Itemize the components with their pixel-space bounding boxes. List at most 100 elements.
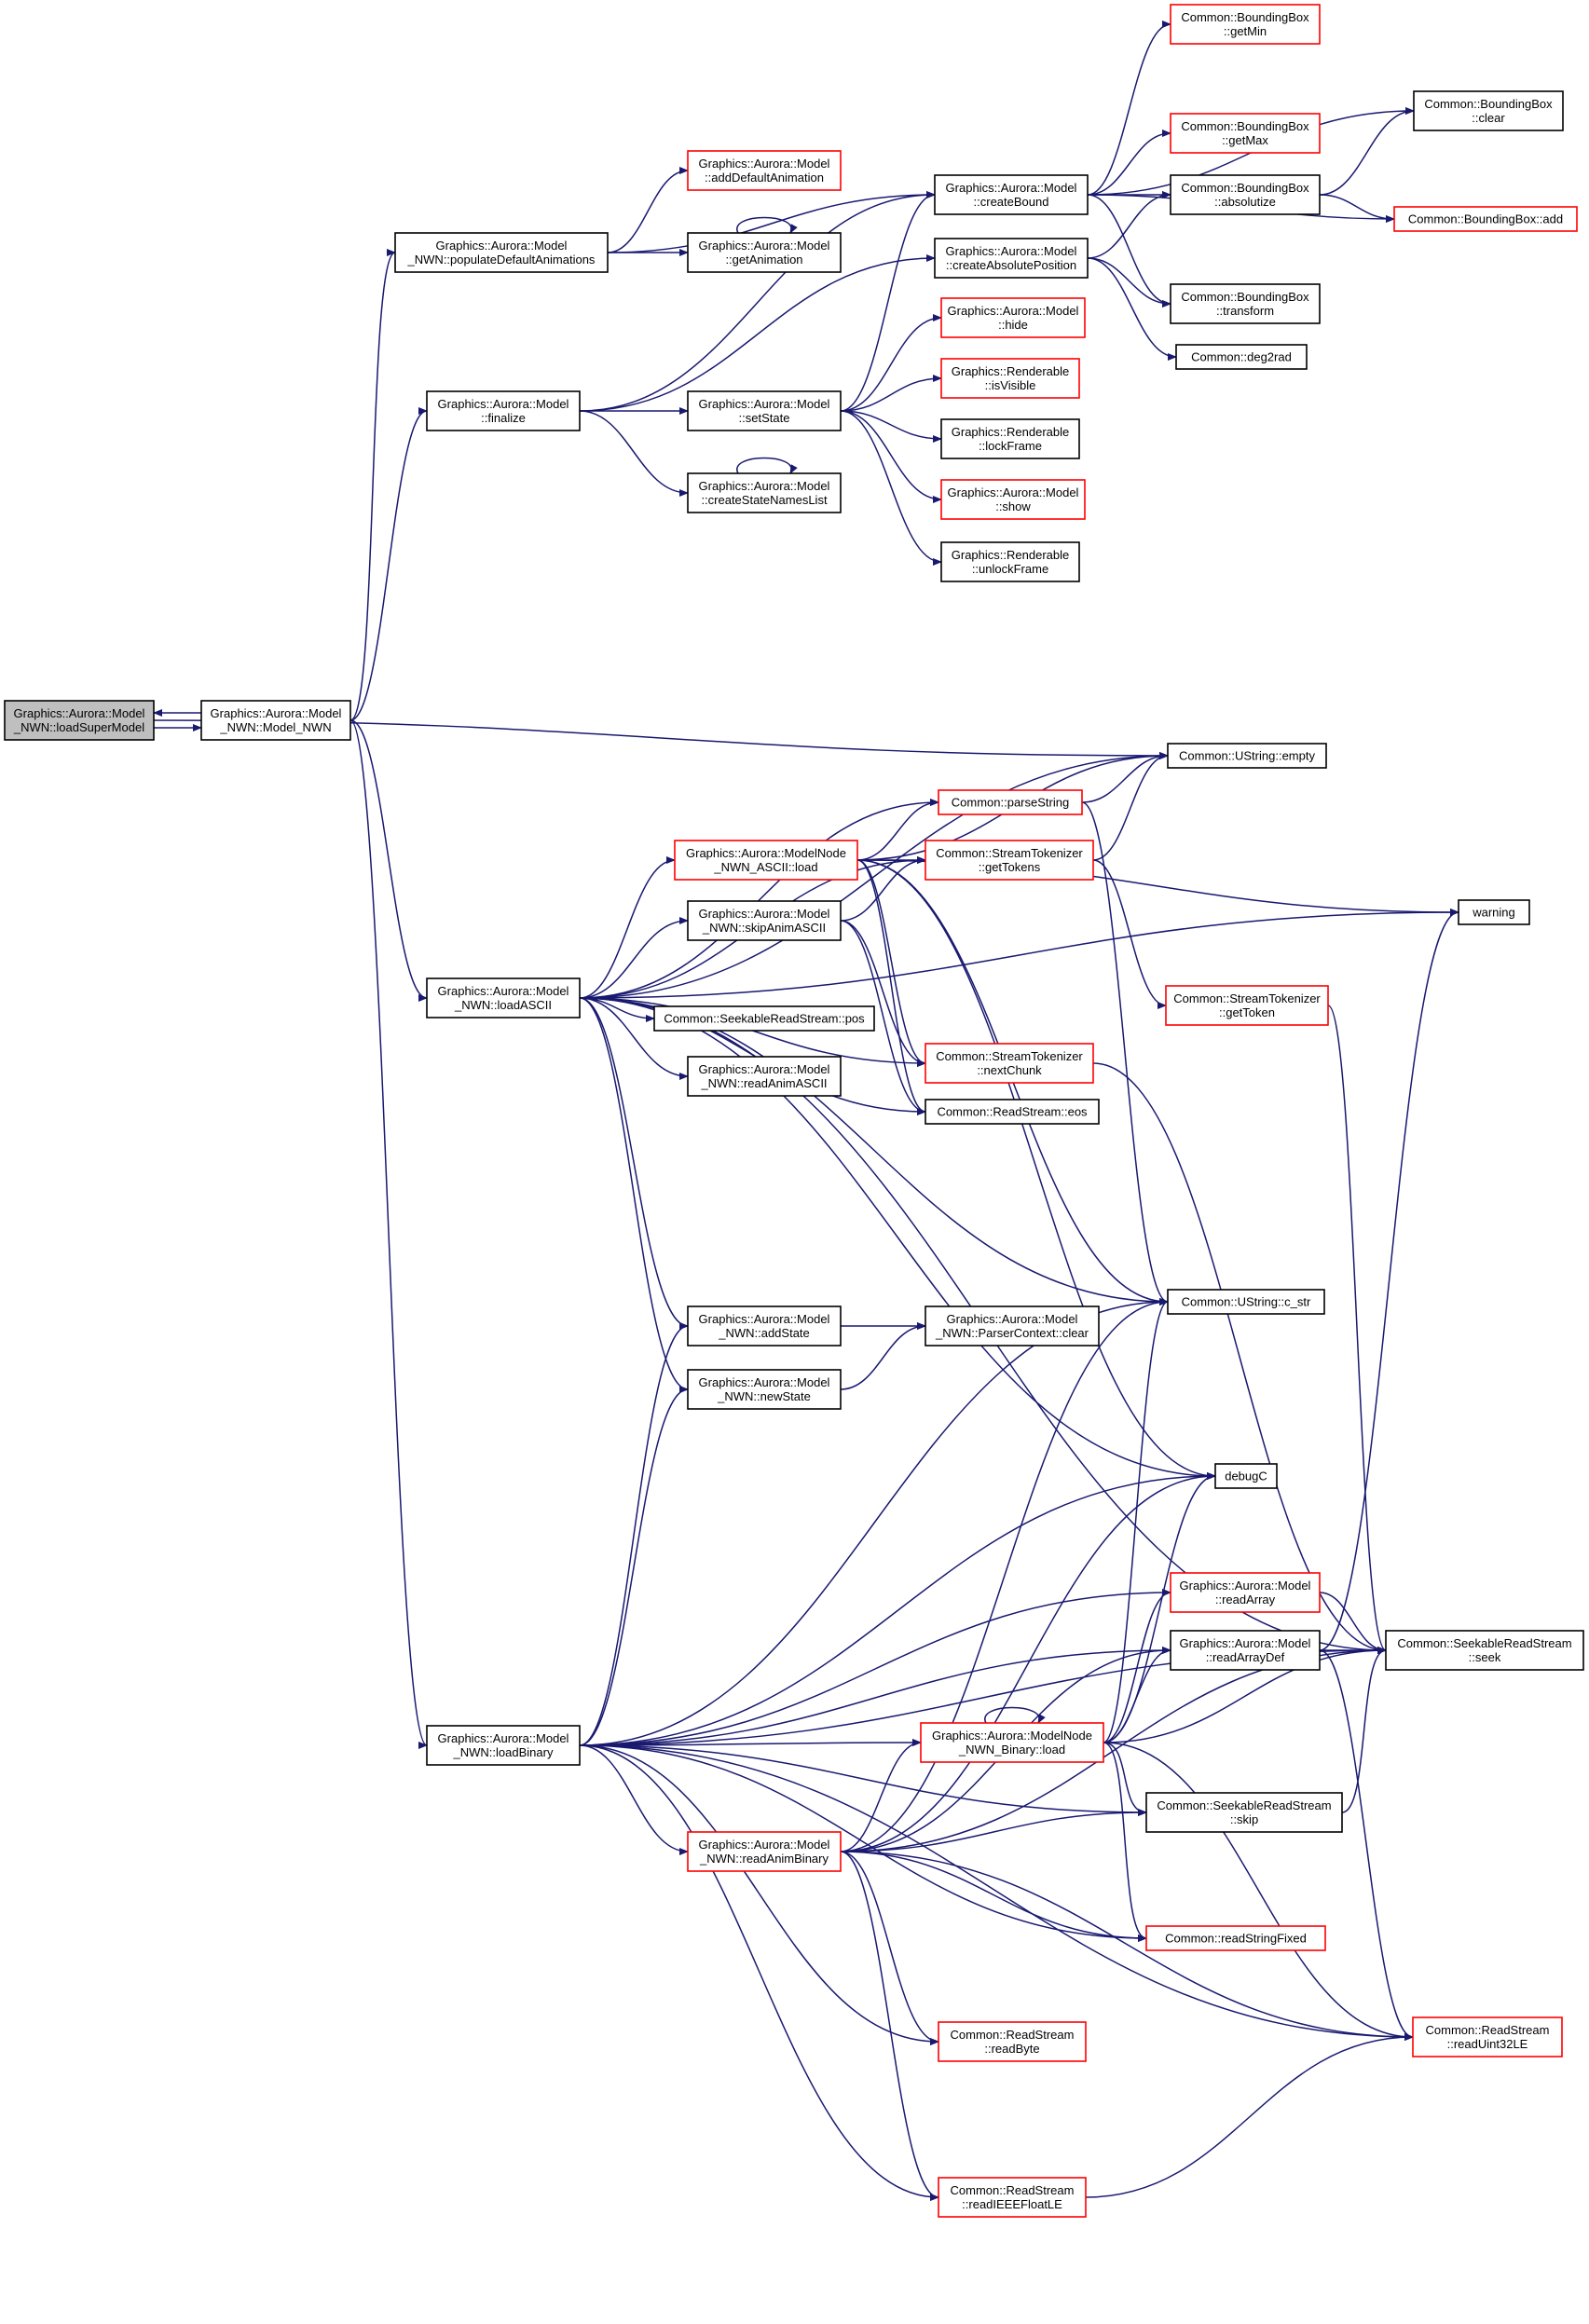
- node-box[interactable]: [920, 1722, 1104, 1763]
- node-box[interactable]: [687, 150, 842, 191]
- graph-node-loadASCII[interactable]: Graphics::Aurora::Model_NWN::loadASCII: [426, 977, 581, 1018]
- node-box[interactable]: [1393, 206, 1578, 232]
- graph-node-populate[interactable]: Graphics::Aurora::Model_NWN::populateDef…: [394, 232, 609, 273]
- graph-node-warning[interactable]: warning: [1458, 899, 1530, 925]
- node-box[interactable]: [653, 1005, 875, 1032]
- node-box[interactable]: [938, 2021, 1087, 2062]
- graph-node-srsSeek[interactable]: Common::SeekableReadStream::seek: [1385, 1630, 1584, 1671]
- node-box[interactable]: [687, 390, 842, 431]
- node-box[interactable]: [925, 840, 1094, 881]
- graph-node-readArrayDef[interactable]: Graphics::Aurora::Model::readArrayDef: [1170, 1630, 1321, 1671]
- graph-node-transform[interactable]: Common::BoundingBox::transform: [1170, 283, 1321, 324]
- graph-node-getToken[interactable]: Common::StreamTokenizer::getToken: [1165, 985, 1329, 1026]
- graph-node-nodeBinLoad[interactable]: Graphics::Aurora::ModelNode_NWN_Binary::…: [920, 1722, 1104, 1763]
- node-box[interactable]: [940, 479, 1086, 520]
- graph-node-bbAdd[interactable]: Common::BoundingBox::add: [1393, 206, 1578, 232]
- graph-node-addDefaultAnim[interactable]: Graphics::Aurora::Model::addDefaultAnima…: [687, 150, 842, 191]
- node-box[interactable]: [1170, 174, 1321, 215]
- node-box[interactable]: [687, 1056, 842, 1097]
- graph-node-getAnimation[interactable]: Graphics::Aurora::Model::getAnimation: [687, 232, 842, 273]
- node-box[interactable]: [1412, 2016, 1563, 2057]
- graph-node-createBound[interactable]: Graphics::Aurora::Model::createBound: [934, 174, 1089, 215]
- node-box[interactable]: [1413, 90, 1564, 131]
- graph-node-modelNWN[interactable]: Graphics::Aurora::Model_NWN::Model_NWN: [200, 700, 351, 741]
- node-box[interactable]: [938, 789, 1083, 815]
- node-box[interactable]: [1214, 1463, 1278, 1489]
- graph-node-hide[interactable]: Graphics::Aurora::Model::hide: [940, 297, 1086, 338]
- graph-node-readAnimBinary[interactable]: Graphics::Aurora::Model_NWN::readAnimBin…: [687, 1831, 842, 1872]
- graph-node-srsSkip[interactable]: Common::SeekableReadStream::skip: [1145, 1792, 1343, 1833]
- graph-node-getTokens[interactable]: Common::StreamTokenizer::getTokens: [925, 840, 1094, 881]
- graph-node-finalize[interactable]: Graphics::Aurora::Model::finalize: [426, 390, 581, 431]
- node-box[interactable]: [940, 297, 1086, 338]
- graph-node-readArray[interactable]: Graphics::Aurora::Model::readArray: [1170, 1572, 1321, 1613]
- node-box[interactable]: [1165, 985, 1329, 1026]
- node-box[interactable]: [1170, 1630, 1321, 1671]
- graph-node-deg2rad[interactable]: Common::deg2rad: [1175, 344, 1308, 370]
- graph-node-pcClear[interactable]: Graphics::Aurora::Model_NWN::ParserConte…: [925, 1306, 1100, 1347]
- node-box[interactable]: [1170, 283, 1321, 324]
- node-box[interactable]: [1167, 1289, 1325, 1315]
- graph-node-getMin[interactable]: Common::BoundingBox::getMin: [1170, 4, 1321, 45]
- graph-node-cstr[interactable]: Common::UString::c_str: [1167, 1289, 1325, 1315]
- graph-node-ustrEmpty[interactable]: Common::UString::empty: [1167, 743, 1327, 769]
- graph-node-loadBinary[interactable]: Graphics::Aurora::Model_NWN::loadBinary: [426, 1725, 581, 1766]
- node-box[interactable]: [426, 1725, 581, 1766]
- node-box[interactable]: [940, 541, 1080, 582]
- graph-node-skipAnimASCII[interactable]: Graphics::Aurora::Model_NWN::skipAnimASC…: [687, 900, 842, 941]
- node-box[interactable]: [934, 174, 1089, 215]
- graph-node-nodeAsciiLoad[interactable]: Graphics::Aurora::ModelNode_NWN_ASCII::l…: [674, 840, 858, 881]
- graph-node-readUint32LE[interactable]: Common::ReadStream::readUint32LE: [1412, 2016, 1563, 2057]
- graph-node-addState[interactable]: Graphics::Aurora::Model_NWN::addState: [687, 1306, 842, 1347]
- graph-node-bbClear[interactable]: Common::BoundingBox::clear: [1413, 90, 1564, 131]
- node-box[interactable]: [426, 977, 581, 1018]
- node-box[interactable]: [687, 232, 842, 273]
- graph-node-srsPos[interactable]: Common::SeekableReadStream::pos: [653, 1005, 875, 1032]
- node-box[interactable]: [938, 2177, 1087, 2218]
- graph-node-readFloat[interactable]: Common::ReadStream::readIEEEFloatLE: [938, 2177, 1087, 2218]
- node-box[interactable]: [925, 1043, 1094, 1084]
- graph-node-unlockFrame[interactable]: Graphics::Renderable::unlockFrame: [940, 541, 1080, 582]
- graph-node-eos[interactable]: Common::ReadStream::eos: [925, 1099, 1100, 1125]
- node-box[interactable]: [1170, 4, 1321, 45]
- graph-node-show[interactable]: Graphics::Aurora::Model::show: [940, 479, 1086, 520]
- graph-node-readStringFixed[interactable]: Common::readStringFixed: [1145, 1925, 1326, 1951]
- node-box[interactable]: [940, 418, 1080, 459]
- node-box[interactable]: [687, 1306, 842, 1347]
- node-box[interactable]: [940, 358, 1080, 399]
- graph-node-absolutize[interactable]: Common::BoundingBox::absolutize: [1170, 174, 1321, 215]
- graph-node-isVisible[interactable]: Graphics::Renderable::isVisible: [940, 358, 1080, 399]
- node-box[interactable]: [1385, 1630, 1584, 1671]
- graph-node-createStateNames[interactable]: Graphics::Aurora::Model::createStateName…: [687, 472, 842, 513]
- graph-node-debugC[interactable]: debugC: [1214, 1463, 1278, 1489]
- node-box[interactable]: [925, 1306, 1100, 1347]
- graph-node-newState[interactable]: Graphics::Aurora::Model_NWN::newState: [687, 1369, 842, 1410]
- node-box[interactable]: [4, 700, 155, 741]
- node-box[interactable]: [687, 900, 842, 941]
- node-box[interactable]: [687, 1831, 842, 1872]
- node-box[interactable]: [200, 700, 351, 741]
- graph-node-parseString[interactable]: Common::parseString: [938, 789, 1083, 815]
- graph-node-readAnimASCII[interactable]: Graphics::Aurora::Model_NWN::readAnimASC…: [687, 1056, 842, 1097]
- node-box[interactable]: [1145, 1792, 1343, 1833]
- node-box[interactable]: [1170, 1572, 1321, 1613]
- graph-node-nextChunk[interactable]: Common::StreamTokenizer::nextChunk: [925, 1043, 1094, 1084]
- graph-node-loadSuperModel[interactable]: Graphics::Aurora::Model_NWN::loadSuperMo…: [4, 700, 155, 741]
- node-box[interactable]: [687, 472, 842, 513]
- node-box[interactable]: [1167, 743, 1327, 769]
- node-box[interactable]: [1458, 899, 1530, 925]
- graph-node-setState[interactable]: Graphics::Aurora::Model::setState: [687, 390, 842, 431]
- graph-node-getMax[interactable]: Common::BoundingBox::getMax: [1170, 113, 1321, 154]
- graph-node-readByte[interactable]: Common::ReadStream::readByte: [938, 2021, 1087, 2062]
- node-box[interactable]: [394, 232, 609, 273]
- node-box[interactable]: [1145, 1925, 1326, 1951]
- node-box[interactable]: [687, 1369, 842, 1410]
- node-box[interactable]: [925, 1099, 1100, 1125]
- graph-node-createAbsPos[interactable]: Graphics::Aurora::Model::createAbsoluteP…: [934, 238, 1089, 279]
- graph-node-lockFrame[interactable]: Graphics::Renderable::lockFrame: [940, 418, 1080, 459]
- node-box[interactable]: [1175, 344, 1308, 370]
- node-box[interactable]: [1170, 113, 1321, 154]
- node-box[interactable]: [934, 238, 1089, 279]
- node-box[interactable]: [426, 390, 581, 431]
- node-box[interactable]: [674, 840, 858, 881]
